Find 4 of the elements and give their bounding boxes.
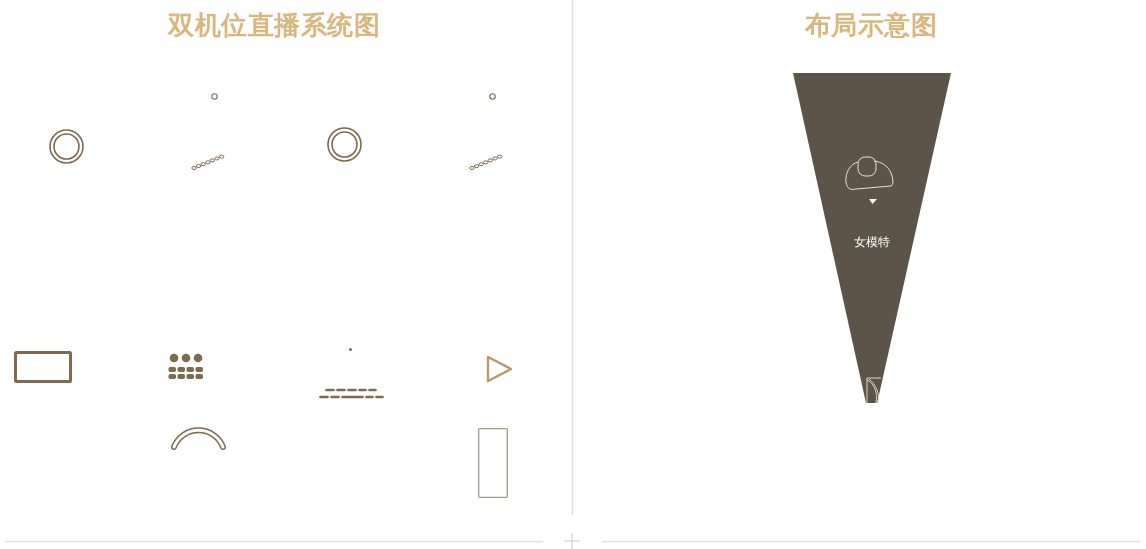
diagram-title: 双机位直播系统图 [168, 9, 380, 41]
section-heading: 布局示意图 [804, 9, 938, 41]
node-label: 女模特 [854, 235, 890, 249]
view-cone [793, 73, 951, 403]
